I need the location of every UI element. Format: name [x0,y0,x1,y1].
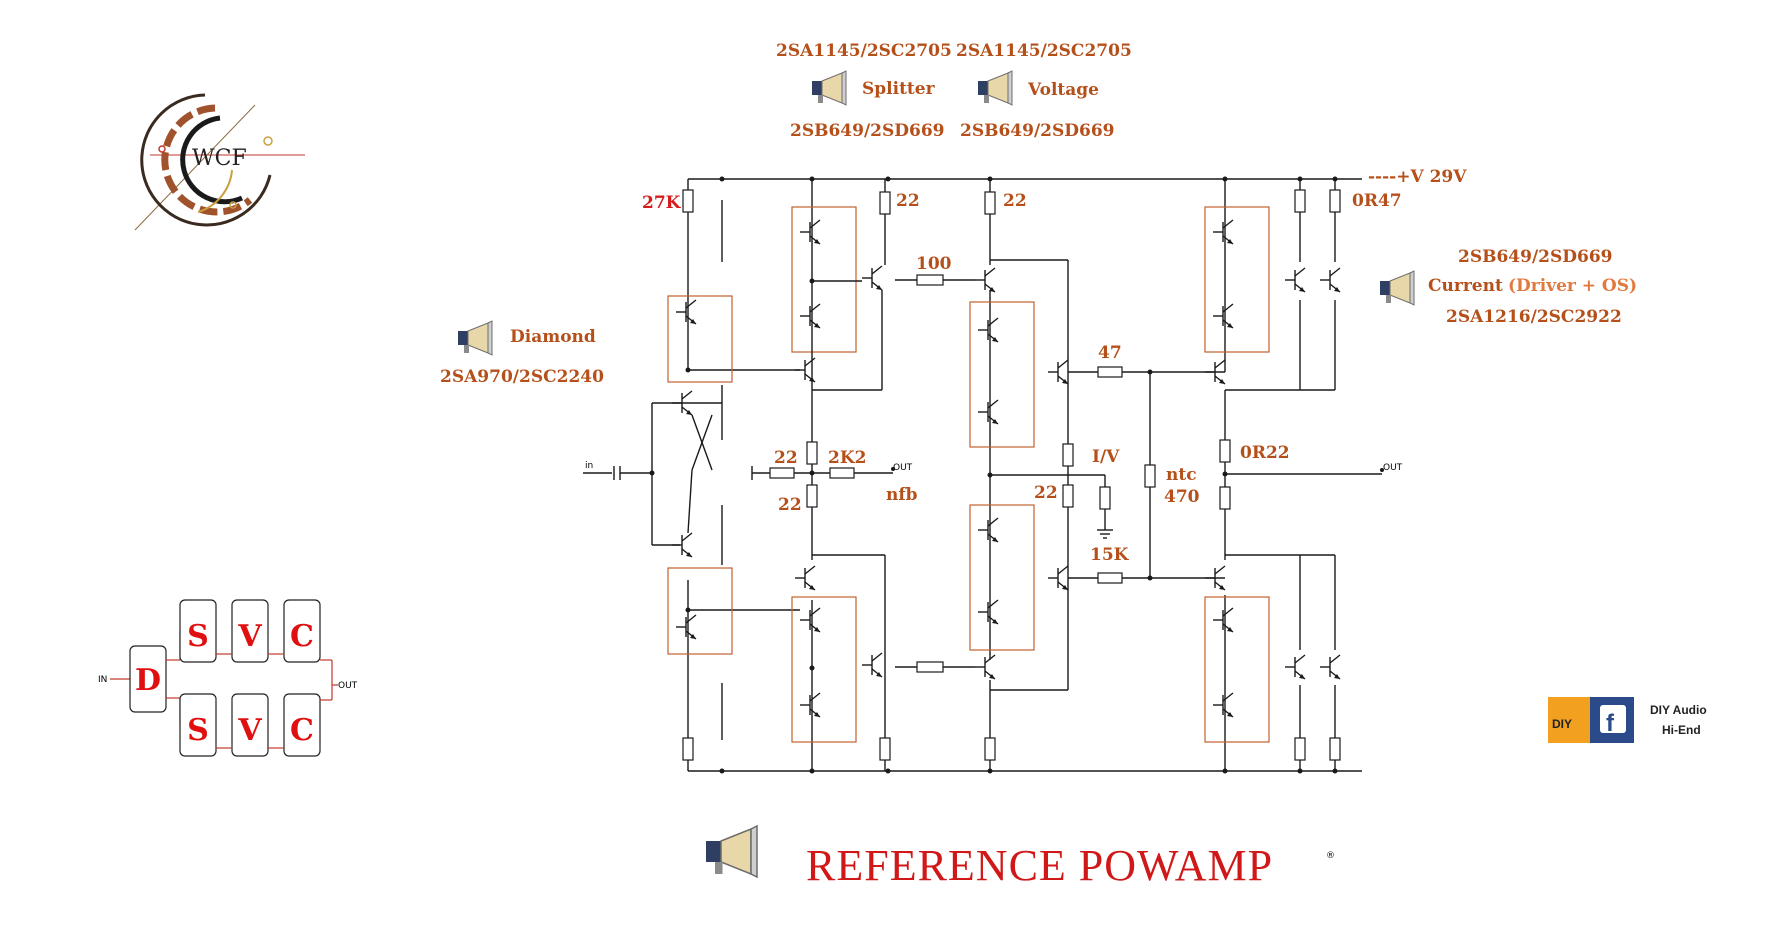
diamond-label: Diamond [510,327,596,347]
label-nfb: nfb [886,485,918,505]
label-27k: 27K [642,193,682,213]
block-d [129,645,167,713]
label-100: 100 [916,254,952,274]
splitter-bottom-parts: 2SB649/2SD669 [790,121,945,141]
svg-text:f: f [1606,710,1615,737]
diamond-parts: 2SA970/2SC2240 [440,367,604,387]
page-title: REFERENCE POWAMP [806,841,1273,890]
diy-badge [1548,697,1590,743]
splitter-megaphone-icon [811,70,847,106]
block-s-bottom [179,693,217,757]
label-0r47: 0R47 [1352,191,1402,211]
label-22-a: 22 [896,191,920,211]
block-d-letter: D [135,663,161,698]
block-s-top [179,599,217,663]
voltage-label: Voltage [1027,80,1099,100]
block-c-top [283,599,321,663]
label-0r22: 0R22 [1240,443,1290,463]
block-c-top-letter: C [290,619,314,654]
diamond-megaphone-icon [457,320,493,356]
input-label: in [585,461,593,471]
ntc-resistor [1144,464,1156,488]
label-ntc-value: 470 [1164,487,1200,507]
voltage-top-parts: 2SA1145/2SC2705 [956,41,1132,61]
brand-line1: DIY Audio [1650,703,1707,717]
nfb-out-label: OUT [893,463,913,473]
block-out-label: OUT [338,681,358,691]
logo-text: WCF [192,146,247,171]
label-15k: 15K [1090,545,1130,565]
current-megaphone-icon [1379,270,1415,306]
splitter-top-parts: 2SA1145/2SC2705 [776,41,952,61]
splitter-label: Splitter [862,79,936,99]
schematic: in OUT [583,176,1403,774]
brand-line2: Hi-End [1662,723,1701,737]
resistor-27k [682,189,694,213]
block-v-bottom-letter: V [237,713,262,748]
block-c-bottom [283,693,321,757]
diy-badge-text: DIY [1552,717,1572,731]
block-v-top-letter: V [237,619,262,654]
block-c-bottom-letter: C [290,713,314,748]
label-ntc: ntc [1166,465,1197,485]
block-v-bottom [231,693,269,757]
supply-label: ----+V 29V [1368,167,1467,187]
diy-audio-brand[interactable]: DIY f DIY Audio Hi-End [1548,697,1707,743]
current-label: Current [1428,276,1503,296]
block-s-top-letter: S [187,619,209,654]
label-2k2: 2K2 [828,448,866,468]
block-in-label: IN [98,675,107,685]
title-registered-mark: ® [1326,851,1335,861]
voltage-megaphone-icon [977,70,1013,106]
label-22-b: 22 [1003,191,1027,211]
label-iv: I/V [1092,447,1120,467]
wcf-logo: WCF [134,93,305,231]
resistor-100 [916,274,944,286]
block-s-bottom-letter: S [187,713,209,748]
label-22-c: 22 [778,495,802,515]
current-bottom-parts: 2SA1216/2SC2922 [1446,307,1622,327]
label-22-d: 22 [1034,483,1058,503]
block-v-top [231,599,269,663]
current-note: (Driver + OS) [1508,276,1637,296]
title-megaphone-icon [705,825,758,878]
voltage-bottom-parts: 2SB649/2SD669 [960,121,1115,141]
label-22-fb: 22 [774,448,798,468]
current-top-parts: 2SB649/2SD669 [1458,247,1613,267]
label-47: 47 [1098,343,1122,363]
block-diagram: IN D OUT S V C S V C [98,599,358,757]
main-out-label: OUT [1383,463,1403,473]
